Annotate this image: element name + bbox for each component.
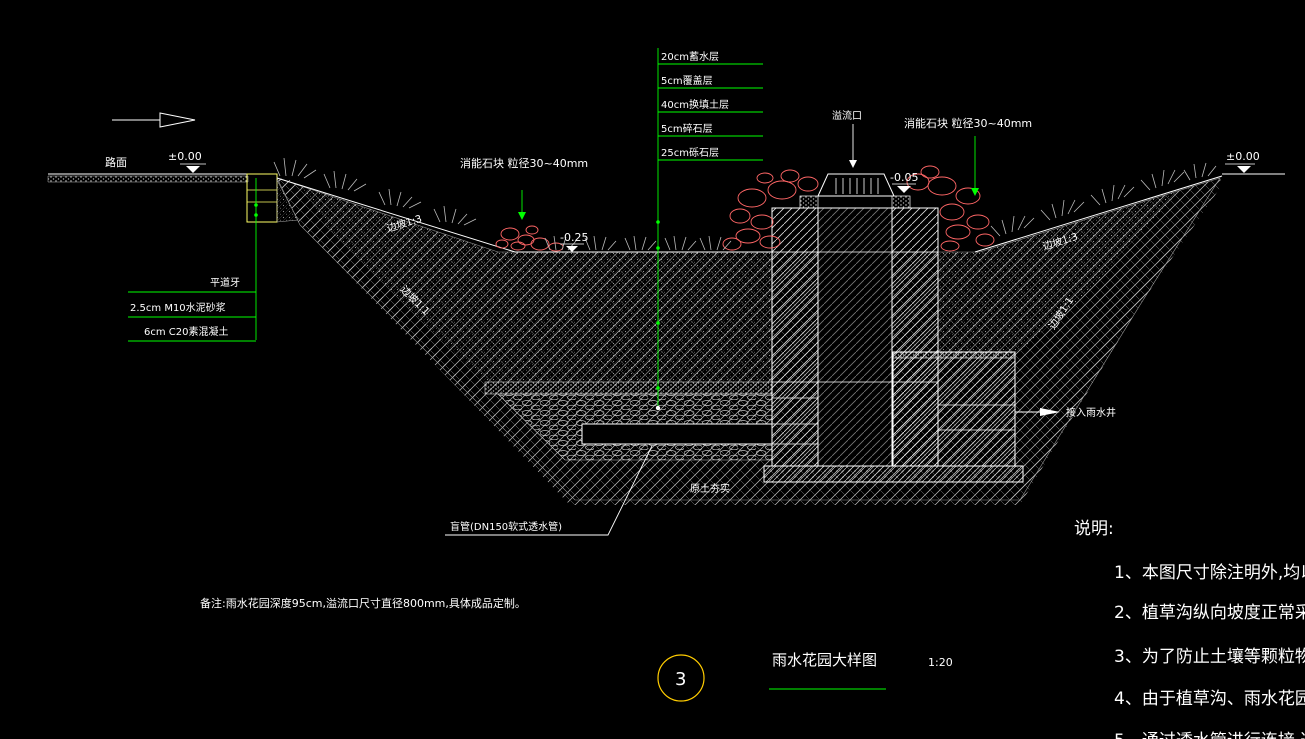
layer-label-5: 25cm砾石层 xyxy=(661,146,719,159)
inner-slope-right-line xyxy=(974,175,1223,253)
fill-soil-layer xyxy=(300,185,772,382)
curb-layer-2-label: 6cm C20素混凝土 xyxy=(144,325,229,338)
drawing-number: 3 xyxy=(675,669,686,690)
overflow-arrow xyxy=(849,160,857,168)
elevation-zero-left: ±0.00 xyxy=(168,150,202,163)
drawing-scale: 1:20 xyxy=(928,656,953,669)
rain-well-label: 接入雨水井 xyxy=(1066,406,1116,419)
inner-slope-left-line xyxy=(276,177,516,253)
blind-pipe-leader xyxy=(445,445,653,536)
road-surface-line xyxy=(47,163,249,183)
overflow-outlet-label: 溢流口 xyxy=(832,109,862,122)
note-item-3: 3、为了防止土壤等颗粒物进 xyxy=(1114,646,1305,667)
drawing-number-circle xyxy=(657,654,705,702)
stone-leaders xyxy=(521,136,976,214)
elevation-neg025-label: -0.25 xyxy=(560,231,588,244)
note-item-5: 5、通过透水管进行连接,透 xyxy=(1114,731,1305,739)
well-base-slab xyxy=(763,465,1024,483)
layer-leader-dots xyxy=(655,220,661,411)
energy-stone-right-label: 消能石块 粒径30~40mm xyxy=(904,116,1032,130)
energy-stones-right xyxy=(906,165,995,252)
curb-layer-1-label: 2.5cm M10水泥砂浆 xyxy=(130,301,226,314)
flow-arrow xyxy=(112,112,196,128)
elevation-marker-neg005 xyxy=(897,186,911,193)
flat-curb-block xyxy=(246,173,299,223)
rain-well-arrow xyxy=(1040,408,1060,416)
fill-soil-layer-right xyxy=(938,190,1180,355)
blind-pipe xyxy=(581,423,773,445)
note-item-1: 1、本图尺寸除注明外,均以毫 xyxy=(1114,563,1305,583)
notes-title: 说明: xyxy=(1074,519,1114,539)
overflow-grate xyxy=(799,173,911,209)
layer-label-2: 5cm覆盖层 xyxy=(661,74,713,87)
grass-plants xyxy=(273,157,1217,251)
remark-text: 备注:雨水花园深度95cm,溢流口尺寸直径800mm,具体成品定制。 xyxy=(200,596,526,610)
flat-curb-label: 平道牙 xyxy=(210,276,240,289)
compacted-soil-label: 原土夯实 xyxy=(690,482,730,495)
note-item-2: 2、植草沟纵向坡度正常采用 xyxy=(1114,603,1305,623)
blind-pipe-label: 盲管(DN150软式透水管) xyxy=(450,520,562,533)
layer-leader xyxy=(657,48,763,410)
layer-label-1: 20cm蓄水层 xyxy=(661,51,719,63)
gravel-5cm-layer xyxy=(484,381,773,395)
curb-leader xyxy=(128,178,257,342)
energy-stones-middle xyxy=(722,169,819,251)
note-item-4: 4、由于植草沟、雨水花园与 xyxy=(1114,689,1305,709)
drawing-title: 雨水花园大样图 xyxy=(772,651,877,669)
energy-stones-left xyxy=(495,225,564,252)
road-surface-label: 路面 xyxy=(105,156,127,169)
layer-label-3: 40cm换填土层 xyxy=(661,98,729,111)
elevation-neg005-label: -0.05 xyxy=(890,171,918,184)
elevation-marker-right xyxy=(1237,166,1251,173)
energy-stone-left-label: 消能石块 粒径30~40mm xyxy=(460,156,588,170)
elevation-marker-neg025 xyxy=(566,246,578,252)
overflow-well xyxy=(771,207,1016,467)
layer-label-4: 5cm碎石层 xyxy=(661,122,713,135)
elevation-zero-right: ±0.00 xyxy=(1226,150,1260,163)
